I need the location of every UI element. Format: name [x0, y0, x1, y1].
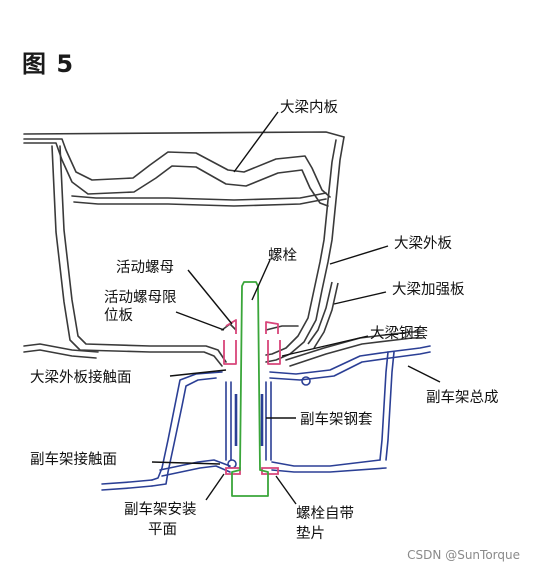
leader-reinforcement [333, 291, 387, 305]
leader-beam-inner [233, 111, 279, 173]
leader-nut-limiter [175, 311, 225, 331]
leader-bolt-washer [275, 475, 297, 505]
leader-bolt [251, 259, 271, 301]
bolt-washer [225, 467, 279, 475]
label-mount-plane-line2: 平面 [148, 522, 177, 538]
label-beam-outer-panel: 大梁外板 [394, 236, 452, 252]
subframe-steel-sleeve [234, 394, 264, 446]
label-nut-limiter-line1: 活动螺母限 [104, 290, 177, 306]
subframe-assembly [101, 345, 431, 491]
label-beam-reinforcement: 大梁加强板 [392, 282, 465, 298]
leader-beam-outer-contact [169, 369, 227, 377]
label-subframe-steel-sleeve: 副车架钢套 [300, 412, 373, 428]
label-beam-inner-panel: 大梁内板 [280, 100, 338, 116]
label-mount-plane-line1: 副车架安装 [124, 502, 197, 518]
label-nut-limiter-line2: 位板 [104, 308, 133, 324]
leader-floating-nut [187, 269, 233, 325]
label-subframe-contact: 副车架接触面 [30, 452, 117, 468]
figure-title: 图 5 [22, 50, 75, 78]
label-beam-steel-sleeve: 大梁钢套 [370, 326, 428, 342]
label-bolt-washer-line1: 螺栓自带 [296, 506, 354, 522]
label-bolt-washer-line2: 垫片 [296, 526, 325, 542]
beam-outer-panel [23, 136, 423, 367]
beam-reinforcement [307, 281, 339, 349]
watermark: CSDN @SunTorque [407, 548, 520, 562]
leader-lines [151, 111, 441, 505]
bolt-shape [231, 281, 269, 497]
leader-beam-outer [329, 245, 389, 265]
leader-subframe-contact [151, 461, 221, 465]
label-floating-nut: 活动螺母 [116, 260, 174, 276]
label-bolt: 螺栓 [268, 248, 297, 264]
leader-subframe-assembly [407, 365, 441, 383]
label-subframe-assembly: 副车架总成 [426, 390, 499, 406]
leader-mount-plane [205, 473, 225, 501]
beam-inner-panel [23, 131, 345, 207]
beam-steel-sleeve-and-nut [223, 319, 281, 365]
leader-beam-sleeve [281, 335, 369, 357]
label-beam-outer-contact: 大梁外板接触面 [30, 370, 132, 386]
